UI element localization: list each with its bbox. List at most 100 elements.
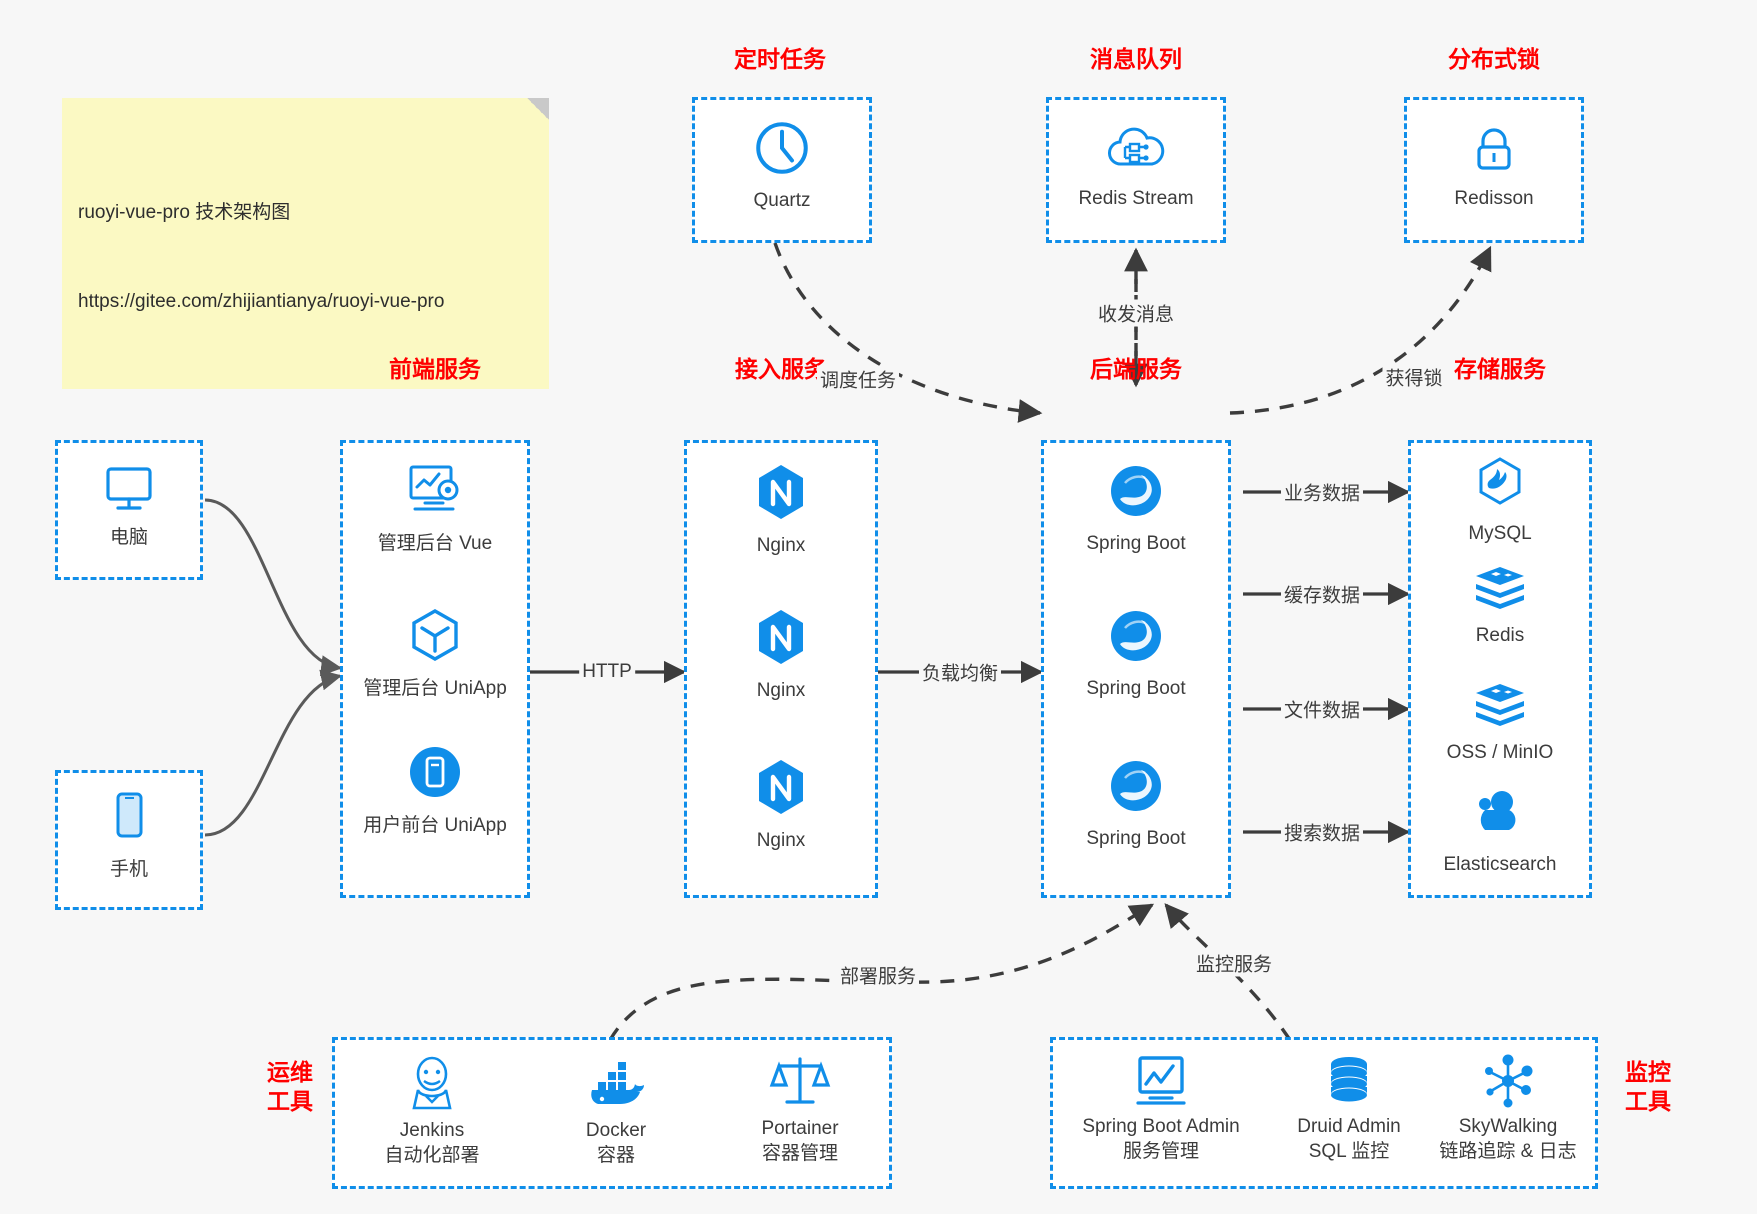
node-label: 管理后台 Vue xyxy=(377,533,493,554)
diagram-note: ruoyi-vue-pro 技术架构图 https://gitee.com/zh… xyxy=(62,98,549,389)
group-title-gateway: 接入服务 xyxy=(735,356,827,382)
spring-boot-icon xyxy=(1044,756,1228,821)
edge-label-schedule-task: 调度任务 xyxy=(816,365,900,393)
node-label: Spring Boot xyxy=(1086,533,1186,554)
group-box-phone[interactable]: 手机 xyxy=(55,770,203,910)
group-box-monitoring[interactable]: Spring Boot Admin 服务管理 Druid Admi xyxy=(1050,1037,1598,1189)
node-label: Nginx xyxy=(756,535,806,556)
edge-label-business-data: 业务数据 xyxy=(1280,478,1364,506)
node-label: Redisson xyxy=(1454,188,1534,209)
mysql-icon xyxy=(1411,455,1589,516)
monitor-chart-icon xyxy=(1130,1056,1192,1114)
mobile-app-icon xyxy=(343,743,527,808)
node-sublabel: 自动化部署 xyxy=(384,1144,480,1166)
node-skywalking[interactable]: SkyWalking 链路追踪 & 日志 xyxy=(1425,1052,1591,1164)
elasticsearch-icon xyxy=(1411,788,1589,847)
group-title-monitoring: 监控 工具 xyxy=(1625,1059,1671,1114)
group-box-backend[interactable]: Spring Boot Spring Boot Spring Boot xyxy=(1041,440,1231,898)
node-label: Druid Admin xyxy=(1297,1116,1401,1137)
docker-icon xyxy=(584,1062,648,1118)
node-label: 电脑 xyxy=(109,527,148,548)
node-nginx-2[interactable]: Nginx xyxy=(687,606,875,703)
group-box-frontend[interactable]: 管理后台 Vue 管理后台 UniApp 用户前台 UniApp xyxy=(340,440,530,898)
node-portainer[interactable]: Portainer 容器管理 xyxy=(715,1052,885,1166)
node-oss-minio[interactable]: OSS / MinIO xyxy=(1411,680,1589,765)
node-label: Nginx xyxy=(756,680,806,701)
node-label: 用户前台 UniApp xyxy=(363,815,507,836)
node-spring-boot-admin[interactable]: Spring Boot Admin 服务管理 xyxy=(1063,1052,1259,1164)
group-title-mq: 消息队列 xyxy=(1090,46,1182,72)
node-sublabel: SQL 监控 xyxy=(1308,1140,1390,1162)
node-redisson[interactable]: Redisson xyxy=(1407,120,1581,211)
node-elasticsearch[interactable]: Elasticsearch xyxy=(1411,788,1589,877)
node-sublabel: 容器管理 xyxy=(761,1142,838,1164)
node-phone[interactable]: 手机 xyxy=(58,789,200,882)
node-druid-admin[interactable]: Druid Admin SQL 监控 xyxy=(1267,1052,1431,1164)
skywalking-icon xyxy=(1478,1054,1538,1114)
node-sublabel: 链路追踪 & 日志 xyxy=(1439,1140,1577,1162)
edge-label-load-balance: 负载均衡 xyxy=(918,658,1002,686)
note-fold-icon xyxy=(527,98,549,120)
node-docker[interactable]: Docker 容器 xyxy=(531,1052,701,1168)
cloud-network-icon xyxy=(1049,120,1223,181)
clock-icon xyxy=(695,118,869,183)
node-nginx-1[interactable]: Nginx xyxy=(687,461,875,558)
node-jenkins[interactable]: Jenkins 自动化部署 xyxy=(347,1052,517,1168)
node-label: 手机 xyxy=(109,859,148,880)
node-label: Portainer xyxy=(761,1118,839,1139)
lock-icon xyxy=(1407,120,1581,181)
redis-icon xyxy=(1411,563,1589,618)
group-box-devops[interactable]: Jenkins 自动化部署 Docker 容器 xyxy=(332,1037,892,1189)
edge-label-http: HTTP xyxy=(579,661,635,683)
node-label: OSS / MinIO xyxy=(1446,742,1554,763)
node-label: Nginx xyxy=(756,830,806,851)
edge-label-send-receive-message: 收发消息 xyxy=(1094,299,1178,327)
jenkins-icon xyxy=(404,1056,460,1118)
edge-quartz-to-backend xyxy=(773,242,1043,423)
edge-label-file-data: 文件数据 xyxy=(1280,695,1364,723)
node-admin-uniapp[interactable]: 管理后台 UniApp xyxy=(343,606,527,701)
group-box-lock[interactable]: Redisson xyxy=(1404,97,1584,243)
node-spring-boot-1[interactable]: Spring Boot xyxy=(1044,461,1228,556)
group-title-lock: 分布式锁 xyxy=(1448,46,1540,72)
group-title-scheduler: 定时任务 xyxy=(734,46,826,72)
edge-phone-to-frontend xyxy=(204,669,343,837)
node-label: Redis Stream xyxy=(1078,188,1194,209)
note-line-2: https://gitee.com/zhijiantianya/ruoyi-vu… xyxy=(78,290,445,312)
edge-label-acquire-lock: 获得锁 xyxy=(1382,363,1446,391)
node-label: Spring Boot xyxy=(1086,678,1186,699)
edge-backend-to-lock xyxy=(1229,245,1492,415)
node-sublabel: 服务管理 xyxy=(1122,1140,1199,1162)
node-spring-boot-3[interactable]: Spring Boot xyxy=(1044,756,1228,851)
group-box-gateway[interactable]: Nginx Nginx Nginx xyxy=(684,440,878,898)
node-label: MySQL xyxy=(1468,523,1532,544)
desktop-icon xyxy=(58,461,200,520)
node-label: Spring Boot Admin xyxy=(1082,1116,1240,1137)
node-redis[interactable]: Redis xyxy=(1411,563,1589,648)
node-admin-vue[interactable]: 管理后台 Vue xyxy=(343,461,527,556)
phone-icon xyxy=(58,789,200,852)
edge-label-search-data: 搜索数据 xyxy=(1280,818,1364,846)
edge-label-deploy-service: 部署服务 xyxy=(836,961,920,989)
node-label: Spring Boot xyxy=(1086,828,1186,849)
group-box-mq[interactable]: Redis Stream xyxy=(1046,97,1226,243)
node-mysql[interactable]: MySQL xyxy=(1411,455,1589,546)
edge-label-monitor-service: 监控服务 xyxy=(1192,949,1276,977)
node-label: Elasticsearch xyxy=(1443,854,1557,875)
node-quartz[interactable]: Quartz xyxy=(695,118,869,213)
node-label: SkyWalking xyxy=(1458,1116,1558,1137)
node-nginx-3[interactable]: Nginx xyxy=(687,756,875,853)
group-box-scheduler[interactable]: Quartz xyxy=(692,97,872,243)
node-spring-boot-2[interactable]: Spring Boot xyxy=(1044,606,1228,701)
group-title-frontend: 前端服务 xyxy=(389,356,481,382)
group-box-desktop[interactable]: 电脑 xyxy=(55,440,203,580)
edge-desktop-to-frontend xyxy=(204,498,343,677)
group-title-storage: 存储服务 xyxy=(1454,356,1546,382)
node-user-uniapp[interactable]: 用户前台 UniApp xyxy=(343,743,527,838)
group-box-storage[interactable]: MySQL Redis OSS xyxy=(1408,440,1592,898)
note-line-1: ruoyi-vue-pro 技术架构图 xyxy=(78,202,291,224)
node-redis-stream[interactable]: Redis Stream xyxy=(1049,120,1223,211)
group-title-devops: 运维 工具 xyxy=(267,1059,313,1114)
node-desktop[interactable]: 电脑 xyxy=(58,461,200,550)
database-icon xyxy=(1320,1057,1378,1114)
